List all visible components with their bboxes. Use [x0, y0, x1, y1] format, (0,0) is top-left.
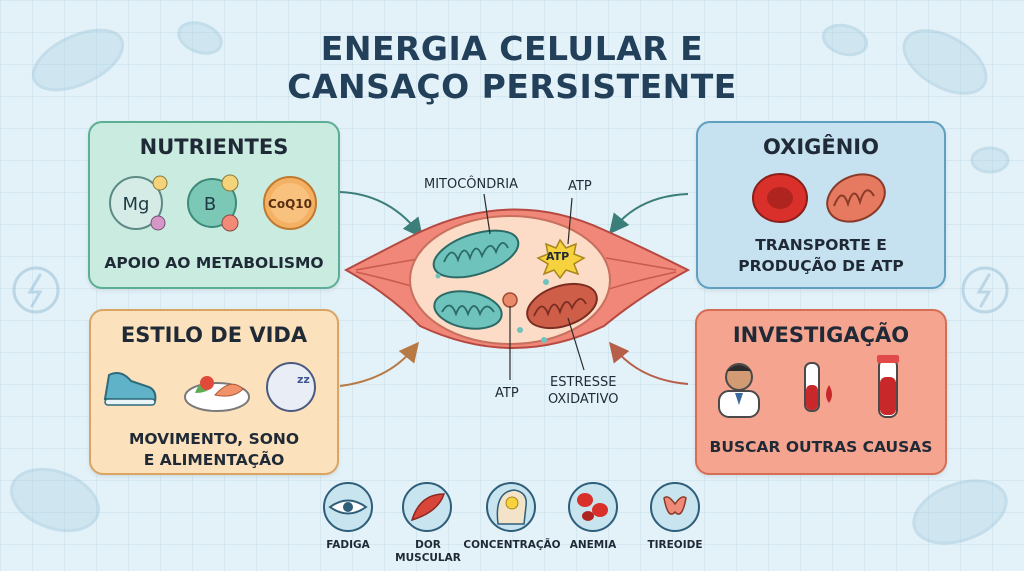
title-line-2: CANSAÇO PERSISTENTE: [287, 67, 737, 106]
symptom-dor-line2: MUSCULAR: [395, 552, 461, 564]
panel-oxigenio-subtitle-line2: PRODUÇÃO DE ATP: [738, 257, 904, 275]
vitamin-b-icon: B: [187, 174, 239, 232]
atp-starburst-icon: [536, 238, 586, 280]
panel-estilo-subtitle: MOVIMENTO, SONO E ALIMENTAÇÃO: [91, 429, 337, 471]
label-estresse-oxidativo: ESTRESSE OXIDATIVO: [548, 374, 618, 408]
panel-estilo-title: ESTILO DE VIDA: [120, 323, 308, 347]
panel-oxigenio-title: OXIGÊNIO: [763, 135, 879, 159]
svg-text:B: B: [204, 194, 216, 215]
eye-icon: [323, 482, 373, 532]
panel-estilo-de-vida: ESTILO DE VIDA zz MOVIMENTO, SONO E ALIM…: [89, 309, 339, 475]
blood-sample-icon: [877, 355, 899, 418]
symptom-dor-muscular: DOR MUSCULAR: [392, 539, 464, 565]
panel-oxigenio-subtitle: TRANSPORTE E PRODUÇÃO DE ATP: [698, 235, 944, 277]
symptom-concentracao: CONCENTRAÇÃO: [463, 539, 561, 551]
sneaker-icon: [103, 372, 157, 406]
energy-bolt-icon: [12, 266, 1009, 314]
oxygen-icons: [752, 173, 886, 223]
panel-investigacao: INVESTIGAÇÃO BUSCAR OUTRAS CAUSAS: [695, 309, 947, 475]
arrow-investigacao: [608, 341, 689, 385]
symptom-fadiga: FADIGA: [326, 539, 370, 551]
svg-text:Mg: Mg: [123, 194, 150, 215]
label-pointers: [483, 193, 585, 380]
arrow-oxigenio: [608, 193, 689, 235]
panel-nutrientes: NUTRIENTES Mg B CoQ10 APOIO AO METABOLIS…: [88, 121, 340, 289]
red-blood-cell-icon: [752, 173, 808, 223]
muscle-icon: [402, 482, 452, 532]
panel-estilo-subtitle-line1: MOVIMENTO, SONO: [128, 430, 300, 448]
panel-nutrientes-title: NUTRIENTES: [139, 135, 289, 159]
coq10-icon: CoQ10: [263, 176, 317, 230]
nutrient-icons: Mg B CoQ10: [109, 174, 317, 232]
thyroid-icon: [650, 482, 700, 532]
panel-investigacao-subtitle: BUSCAR OUTRAS CAUSAS: [709, 438, 933, 456]
arrow-nutrientes: [339, 191, 423, 239]
mitochondrion-top-icon: [432, 229, 520, 279]
label-atp-badge: ATP: [546, 250, 570, 263]
head-lightbulb-icon: [486, 482, 536, 532]
bg-mitochondrion-icon: [10, 21, 1010, 545]
label-atp-top: ATP: [568, 179, 592, 194]
label-estresse-line1: ESTRESSE: [550, 375, 617, 390]
blood-cells-icon: [568, 482, 618, 532]
blood-test-tube-icon: [804, 362, 832, 412]
panel-investigacao-title: INVESTIGAÇÃO: [732, 323, 910, 347]
page-title: ENERGIA CELULAR E CANSAÇO PERSISTENTE: [0, 30, 1024, 106]
mitochondrion-icon: [826, 173, 886, 223]
label-estresse-line2: OXIDATIVO: [548, 392, 619, 407]
symptom-anemia: ANEMIA: [569, 539, 617, 551]
mitochondrion-left-icon: [433, 290, 503, 330]
lifestyle-icons: zz: [103, 362, 316, 412]
panel-oxigenio: OXIGÊNIO TRANSPORTE E PRODUÇÃO DE ATP: [696, 121, 946, 289]
doctor-icon: [718, 363, 760, 418]
symptom-dor-line1: DOR: [415, 539, 441, 551]
label-mitocondria: MITOCÔNDRIA: [424, 177, 519, 192]
arrow-estilo: [339, 341, 420, 387]
title-line-1: ENERGIA CELULAR E: [320, 29, 704, 68]
panel-oxigenio-subtitle-line1: TRANSPORTE E: [755, 236, 887, 254]
moon-sleep-icon: zz: [266, 362, 316, 412]
symptom-tireoide: TIREOIDE: [647, 539, 703, 551]
healthy-plate-icon: [184, 376, 250, 412]
magnesium-icon: Mg: [109, 175, 168, 231]
mitochondrion-damaged-icon: [526, 282, 598, 330]
svg-text:zz: zz: [297, 373, 310, 386]
label-atp-bottom: ATP: [495, 386, 519, 401]
svg-text:CoQ10: CoQ10: [268, 197, 312, 211]
panel-nutrientes-subtitle: APOIO AO METABOLISMO: [104, 254, 324, 272]
panel-estilo-subtitle-line2: E ALIMENTAÇÃO: [143, 451, 285, 469]
investigation-icons: [718, 355, 899, 418]
